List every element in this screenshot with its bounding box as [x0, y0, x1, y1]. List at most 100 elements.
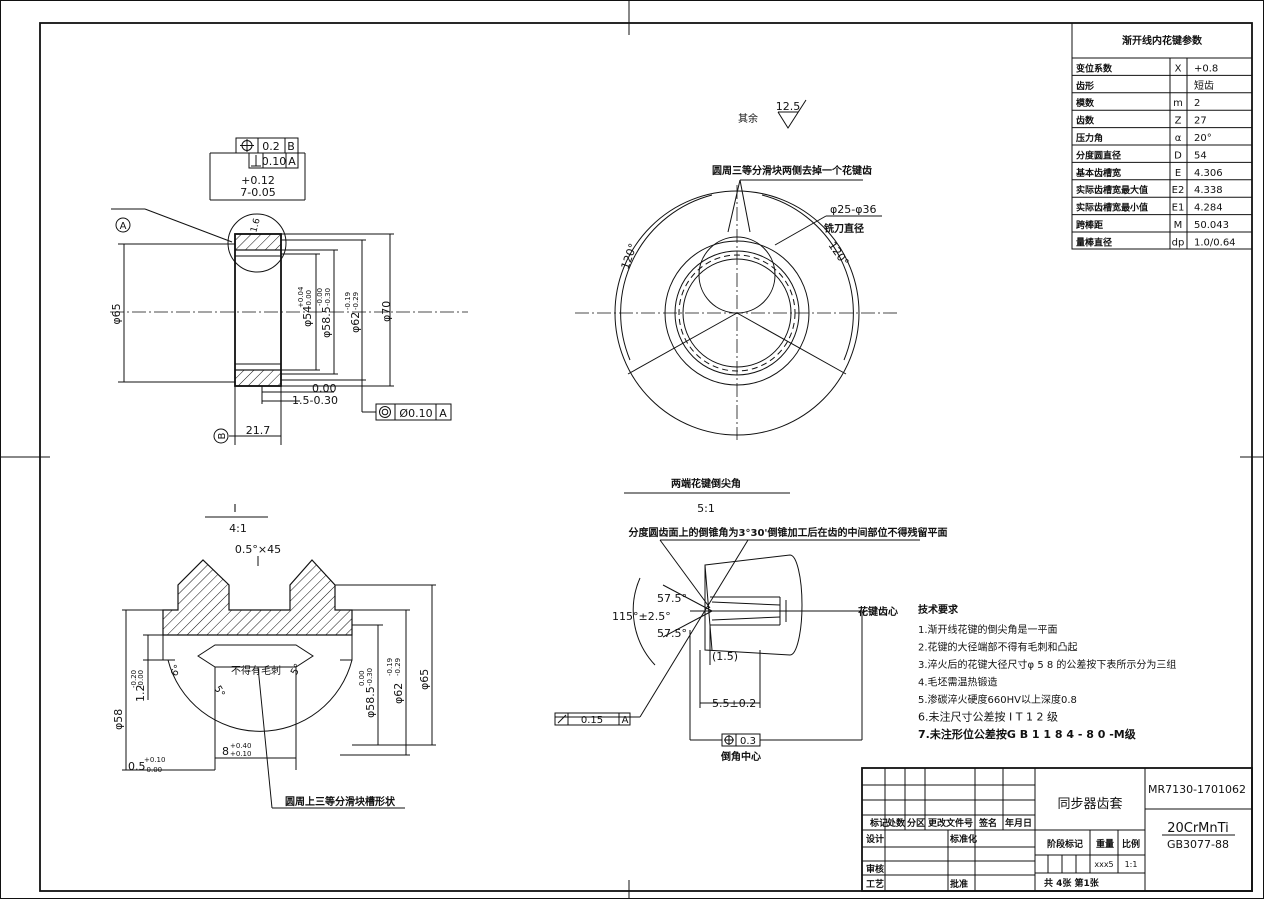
- hatch-top: [234, 233, 282, 251]
- detail-i: I 4:1 0.5°×45 不得有毛刺 6° 5° 5° 1.2 -0.20 -…: [112, 502, 436, 809]
- angle-right: 120°: [826, 239, 852, 268]
- param-value: 4.338: [1194, 185, 1223, 196]
- gdt-perp-frame: 0.10 A: [248, 152, 299, 169]
- detail-i-hatched-profile: [162, 559, 353, 636]
- dim-phi585: φ58.5: [320, 306, 333, 338]
- dim-55: 5.5±0.2: [712, 697, 756, 710]
- tb-stage: 阶段标记: [1047, 838, 1083, 850]
- dim-15-detail: (1.5): [712, 650, 738, 663]
- gdt-bottom-value: 0.3: [740, 736, 756, 747]
- datum-a: A: [120, 221, 127, 232]
- tech-item: 6.未注尺寸公差按 I T 1 2 级: [918, 710, 1058, 724]
- tb-drawing-no: MR7130-1701062: [1148, 783, 1246, 796]
- roughness-small: 1.6: [249, 217, 262, 234]
- param-name: 实际齿槽宽最大值: [1076, 184, 1148, 196]
- gdt-pos-value: 0.2: [262, 140, 280, 153]
- dim-phi585-detail: φ58.5: [364, 686, 377, 718]
- tech-item: 3.淬火后的花键大径尺寸φ 5 8 的公差按下表所示分为三组: [918, 658, 1176, 671]
- dim-12-tol-lo: -0.00: [137, 670, 145, 688]
- gdt-runout-value: Ø0.10: [399, 407, 432, 420]
- dia-note: φ25-φ36: [830, 203, 876, 216]
- tb-zone: 分区: [907, 817, 925, 829]
- param-name: 齿数: [1076, 115, 1095, 127]
- tb-standard: GB3077-88: [1167, 838, 1229, 851]
- tb-sign: 签名: [978, 817, 997, 829]
- tb-scale: 比例: [1122, 838, 1140, 850]
- dim-phi54: φ54: [301, 306, 314, 327]
- param-value: +0.8: [1194, 63, 1218, 74]
- angle-5-left: 5°: [211, 684, 226, 699]
- angle-top: 57.5°: [657, 592, 687, 605]
- angle-6: 6°: [169, 663, 184, 678]
- top-note: 圆周三等分滑块两侧去掉一个花键齿: [712, 164, 872, 177]
- dim-05-tol-lo: -0.00: [144, 766, 162, 774]
- dim-phi54-tol-up: +0.04: [297, 286, 305, 308]
- dim-12-tol-up: -0.20: [130, 670, 138, 688]
- detail-i-chamfer: 0.5°×45: [235, 543, 281, 556]
- param-symbol: m: [1173, 98, 1183, 109]
- tech-item: 2.花键的大径端部不得有毛刺和凸起: [918, 641, 1078, 654]
- dim-phi62-tol-lo: -0.29: [352, 292, 360, 310]
- dim-phi62-detail: φ62: [392, 683, 405, 704]
- angle-arc-left: [620, 194, 713, 361]
- technical-requirements: 技术要求 1.渐开线花键的倒尖角是一平面2.花键的大径端部不得有毛刺和凸起3.淬…: [918, 603, 1176, 741]
- gdt-left-value: 0.15: [581, 715, 603, 726]
- param-symbol: E2: [1172, 185, 1185, 196]
- dim-phi62-tol-up: -0.19: [344, 292, 352, 310]
- gdt-position-frame: 0.2 B: [235, 137, 299, 154]
- param-symbol: Z: [1175, 116, 1182, 127]
- center-label: 花键齿心: [858, 605, 898, 618]
- dim-8-tol-up: +0.40: [230, 742, 251, 750]
- dim-8-tol-lo: +0.10: [230, 750, 251, 758]
- width-tol: +0.12: [241, 174, 275, 187]
- tb-process: 工艺: [866, 878, 884, 890]
- tb-standardize: 标准化: [949, 833, 977, 845]
- gdt-left-frame: 0.15 A: [554, 712, 631, 726]
- roughness-symbol: [777, 99, 807, 129]
- param-name: 模数: [1076, 97, 1095, 109]
- angle-arc-outer: [632, 577, 656, 666]
- param-name: 齿形: [1076, 80, 1094, 92]
- dim-217: 21.7: [246, 424, 271, 437]
- tb-approve: 批准: [950, 878, 968, 890]
- tb-check: 审核: [866, 863, 884, 875]
- param-symbol: E: [1175, 168, 1181, 179]
- angle-arc-right: [761, 194, 854, 361]
- param-name: 量棒直径: [1076, 236, 1112, 248]
- dim-phi70: φ70: [380, 301, 393, 322]
- gdt-runout-datum: A: [439, 407, 447, 420]
- dim-phi585-detail-tol-lo: -0.30: [366, 668, 374, 686]
- detail-i-label: I: [233, 502, 236, 515]
- gdt-runout-frame: Ø0.10 A: [375, 403, 452, 421]
- param-symbol: X: [1175, 63, 1182, 74]
- tb-design: 设计: [866, 833, 884, 845]
- datum-b: B: [217, 432, 228, 439]
- param-value: 2: [1194, 98, 1200, 109]
- bottom-label: 倒角中心: [720, 750, 761, 763]
- detail-i-callout-circle: [227, 213, 287, 273]
- datum-a-circle: [115, 217, 131, 233]
- tech-item: 7.未注形位公差按G B 1 1 8 4 - 8 0 -M级: [918, 727, 1137, 741]
- roughness-value: 12.5: [776, 100, 801, 113]
- param-symbol: dp: [1172, 237, 1185, 248]
- param-table-title: 渐开线内花键参数: [1122, 34, 1203, 47]
- angle-main: 115°±2.5°: [612, 610, 671, 623]
- dim-phi62: φ62: [349, 312, 362, 333]
- front-view: 其余 12.5 圆周三等分滑块两侧去掉一个花键齿 120° 120° φ25-φ…: [575, 99, 900, 440]
- tb-weight-val: xxx5: [1094, 860, 1113, 869]
- tech-items: 1.渐开线花键的倒尖角是一平面2.花键的大径端部不得有毛刺和凸起3.淬火后的花键…: [918, 623, 1176, 741]
- dim-phi65: φ65: [110, 303, 123, 324]
- cutter-note: 铣刀直径: [824, 222, 864, 235]
- dim-15: 1.5-0.30: [292, 394, 338, 407]
- dim-12: 1.2: [134, 685, 147, 703]
- dim-8: 8: [222, 745, 229, 758]
- param-value: 54: [1194, 150, 1207, 161]
- param-name: 基本齿槽宽: [1075, 167, 1121, 179]
- tooth-outline: [704, 554, 803, 656]
- tb-count: 处数: [886, 817, 906, 829]
